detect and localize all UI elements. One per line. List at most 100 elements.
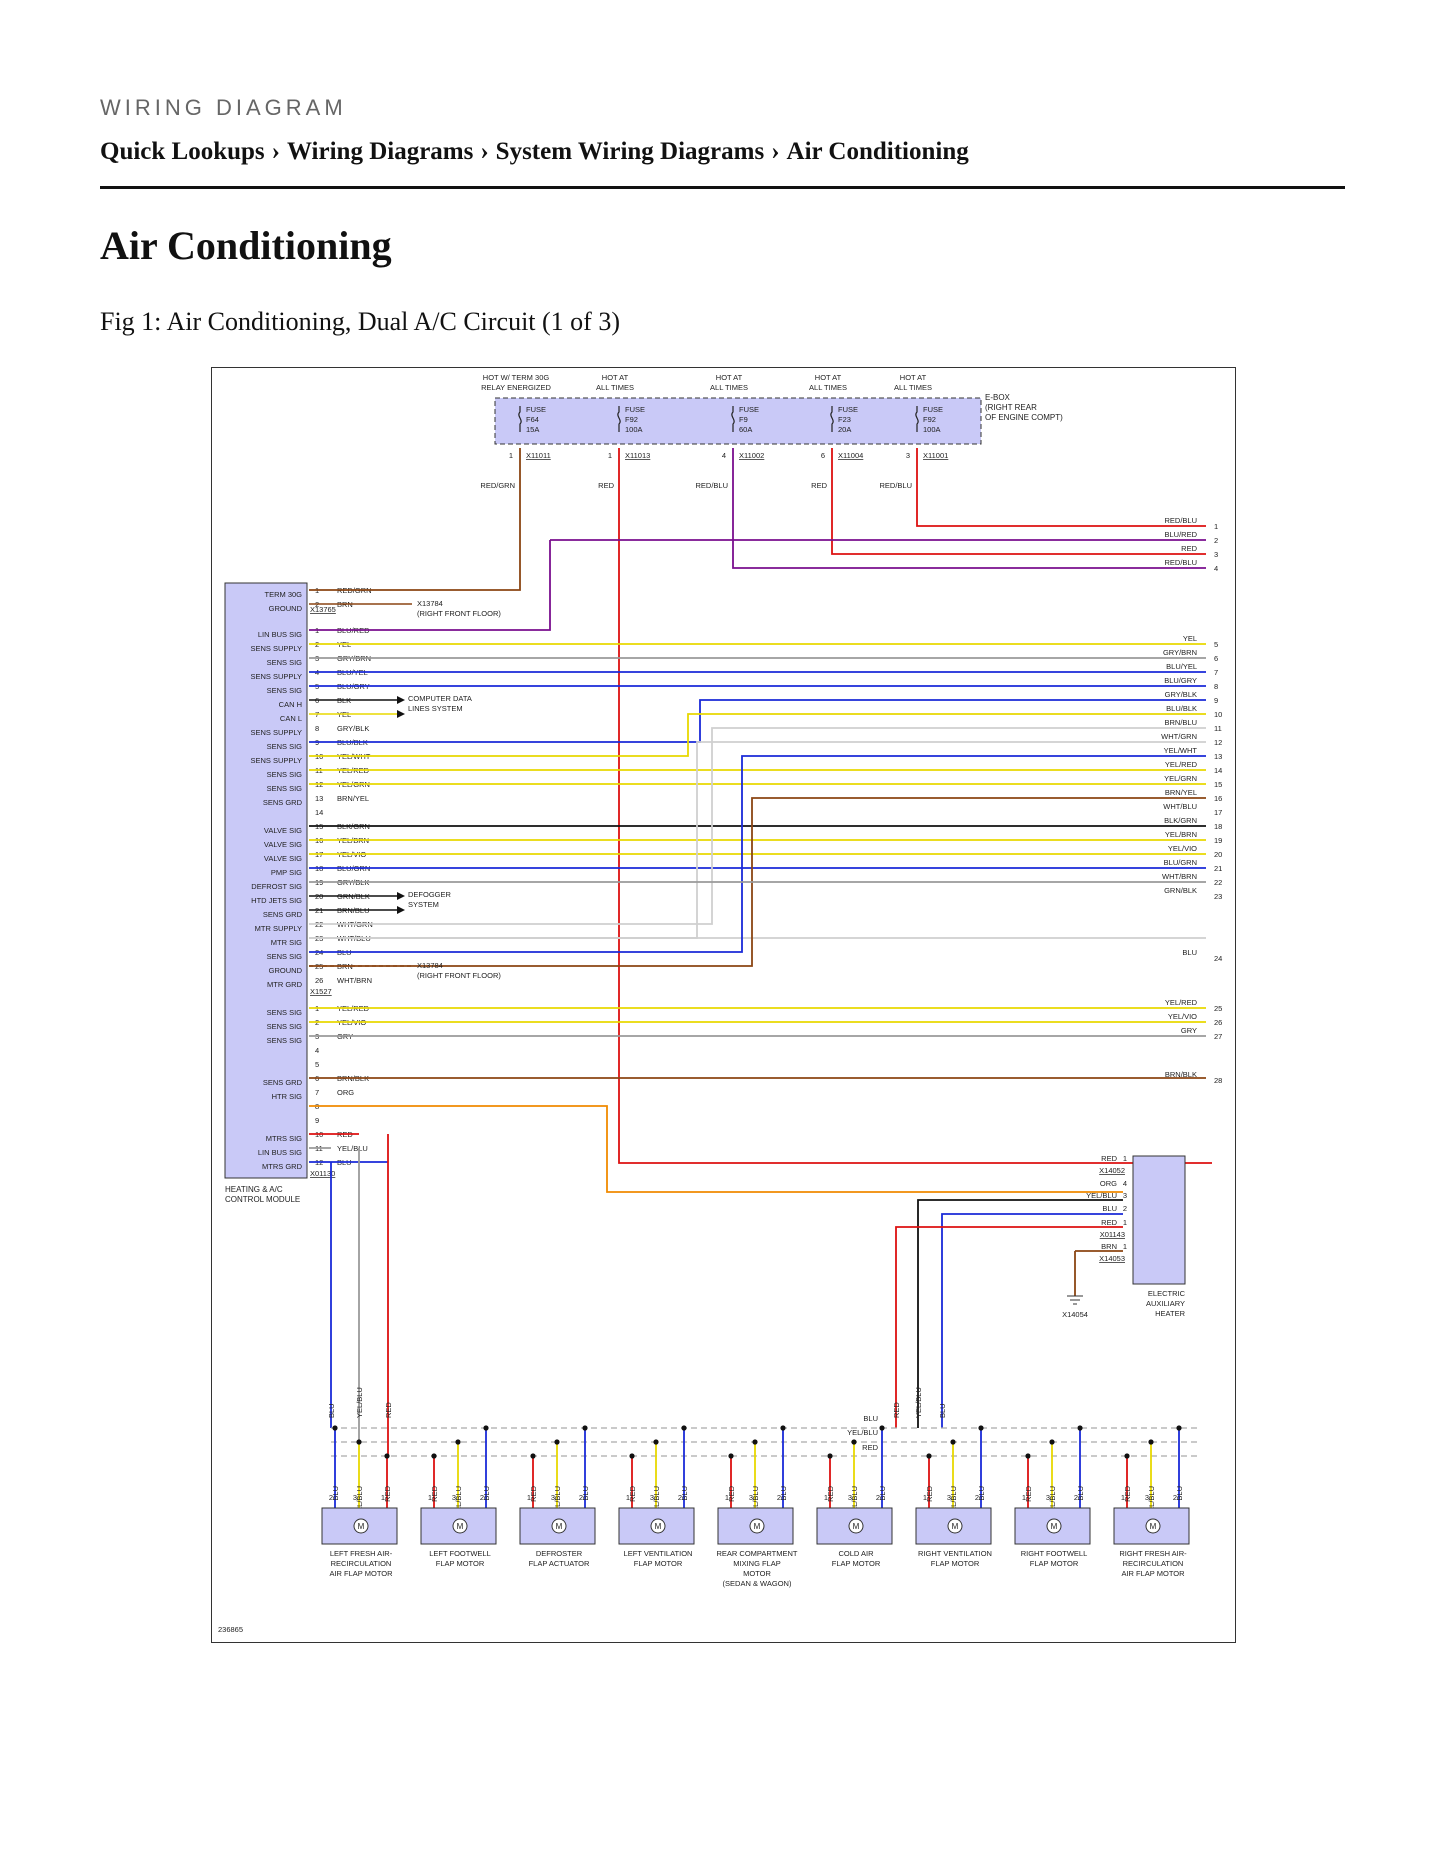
fuse-pin-number: 4: [722, 451, 726, 460]
wire-yel-blu: [917, 1199, 1123, 1428]
bus-wire-label: RED: [384, 1402, 393, 1418]
offpage-ref-number: 20: [1214, 850, 1222, 859]
motor-name-label: FLAP MOTOR: [832, 1559, 881, 1568]
module-pin-number: 9: [315, 1116, 319, 1125]
module-pin-label: SENS SIG: [267, 742, 303, 751]
wire-wht-grn: [309, 727, 1206, 925]
motor-pin-number: 3: [848, 1493, 852, 1502]
section-kicker: WIRING DIAGRAM: [100, 95, 347, 120]
splice-dot: [582, 1425, 588, 1431]
heater-name-label: ELECTRIC: [1148, 1289, 1186, 1298]
splice-dot: [653, 1439, 659, 1445]
fuse-connector-id: X11013: [625, 451, 650, 460]
module-wire-label: WHT/BRN: [337, 976, 372, 985]
motor-wire-label: BLU: [1175, 1486, 1184, 1501]
breadcrumb-wiring-diagrams[interactable]: Wiring Diagrams: [287, 138, 474, 165]
motor-symbol: M: [1150, 1522, 1157, 1531]
module-name-label: HEATING & A/C: [225, 1185, 283, 1194]
module-wire-label: BRN/YEL: [337, 794, 369, 803]
breadcrumb-system-wiring-diagrams[interactable]: System Wiring Diagrams: [495, 138, 765, 165]
splice-dot: [530, 1453, 536, 1459]
fuse-symbol: [518, 406, 522, 432]
offpage-wire-label: BLU/RED: [1164, 530, 1197, 539]
motor-wire-label: RED: [826, 1485, 835, 1501]
offpage-wire-label: BLU/GRY: [1164, 676, 1197, 685]
fuse-symbol: [830, 406, 834, 432]
breadcrumb-air-conditioning[interactable]: Air Conditioning: [786, 138, 969, 165]
breadcrumb-separator: ›: [771, 138, 780, 165]
fuse-connector-id: X11011: [526, 451, 551, 460]
breadcrumb-separator: ›: [271, 138, 280, 165]
heater-wire-label: ORG: [1100, 1179, 1117, 1188]
splice-dot: [356, 1439, 362, 1445]
module-pin-label: SENS SUPPLY: [250, 756, 302, 765]
external-system-label: COMPUTER DATA: [408, 694, 472, 703]
motor-name-label: RIGHT FRESH AIR-: [1119, 1549, 1187, 1558]
motor-wire-label: RED: [383, 1485, 392, 1501]
offpage-ref-number: 23: [1214, 892, 1222, 901]
figure-caption: Fig 1: Air Conditioning, Dual A/C Circui…: [100, 307, 620, 336]
module-pin-label: SENS GRD: [263, 1078, 303, 1087]
offpage-ref-number: 22: [1214, 878, 1222, 887]
wire-blu: [941, 1213, 1123, 1428]
module-pin-number: 5: [315, 1060, 319, 1069]
fuse-symbol: [617, 406, 621, 432]
offpage-wire-label: BRN/BLU: [1164, 718, 1197, 727]
motor-pin-number: 1: [824, 1493, 828, 1502]
heater-pin-number: 3: [1123, 1191, 1127, 1200]
offpage-ref-number: 2: [1214, 536, 1218, 545]
offpage-wire-label: YEL: [1183, 634, 1197, 643]
offpage-wire-label: BLU/YEL: [1166, 662, 1197, 671]
wire-red: [831, 448, 1206, 555]
offpage-ref-number: 5: [1214, 640, 1218, 649]
wire-red-blu: [916, 448, 1206, 527]
module-pin-label: LIN BUS SIG: [258, 1148, 302, 1157]
fuse-wire-label: RED/GRN: [480, 481, 515, 490]
offpage-wire-label: RED/BLU: [1164, 558, 1197, 567]
motor-wire-label: RED: [1123, 1485, 1132, 1501]
heater-bus-wire-label: RED: [892, 1402, 901, 1418]
module-pin-number: 14: [315, 808, 323, 817]
motor-name-label: LEFT FOOTWELL: [429, 1549, 491, 1558]
motor-pin-number: 2: [579, 1493, 583, 1502]
fuse-label: FUSE: [838, 405, 858, 414]
breadcrumb-quick-lookups[interactable]: Quick Lookups: [100, 138, 265, 165]
breadcrumb: Quick Lookups›Wiring Diagrams›System Wir…: [100, 138, 969, 166]
motor-pin-number: 3: [650, 1493, 654, 1502]
splice-dot: [332, 1425, 338, 1431]
offpage-ref-number: 26: [1214, 1018, 1222, 1027]
motor-name-label: FLAP MOTOR: [931, 1559, 980, 1568]
module-pin-label: VALVE SIG: [264, 854, 302, 863]
motor-symbol: M: [358, 1522, 365, 1531]
motor-symbol: M: [457, 1522, 464, 1531]
offpage-wire-label: RED: [1181, 544, 1197, 553]
motor-pin-number: 3: [551, 1493, 555, 1502]
offpage-wire-label: GRN/BLK: [1164, 886, 1197, 895]
splice-dot: [1148, 1439, 1154, 1445]
heater-wire-label: RED: [1101, 1218, 1117, 1227]
motor-pin-number: 3: [452, 1493, 456, 1502]
module-pin-label: SENS SUPPLY: [250, 672, 302, 681]
offpage-ref-number: 4: [1214, 564, 1218, 573]
fuse-hot-label: ALL TIMES: [894, 383, 932, 392]
module-pin-label: SENS SIG: [267, 952, 303, 961]
offpage-ref-number: 7: [1214, 668, 1218, 677]
module-pin-label: MTR GRD: [267, 980, 303, 989]
wire-blu-blk: [309, 699, 1206, 743]
offpage-wire-label: YEL/RED: [1165, 760, 1198, 769]
motor-pin-number: 2: [777, 1493, 781, 1502]
offpage-wire-label: YEL/VIO: [1168, 844, 1197, 853]
wire-org: [309, 1105, 1123, 1193]
heater-bus-wire-label: YEL/BLU: [914, 1387, 923, 1418]
offpage-wire-label: GRY/BRN: [1163, 648, 1197, 657]
fuse-pin-number: 6: [821, 451, 825, 460]
module-pin-label: SENS GRD: [263, 798, 303, 807]
module-pin-label: SENS SIG: [267, 686, 303, 695]
splice-dot: [1077, 1425, 1083, 1431]
splice-dot: [431, 1453, 437, 1459]
motor-name-label: RIGHT FOOTWELL: [1021, 1549, 1088, 1558]
offpage-ref-number: 13: [1214, 752, 1222, 761]
motor-name-label: FLAP MOTOR: [1030, 1559, 1079, 1568]
